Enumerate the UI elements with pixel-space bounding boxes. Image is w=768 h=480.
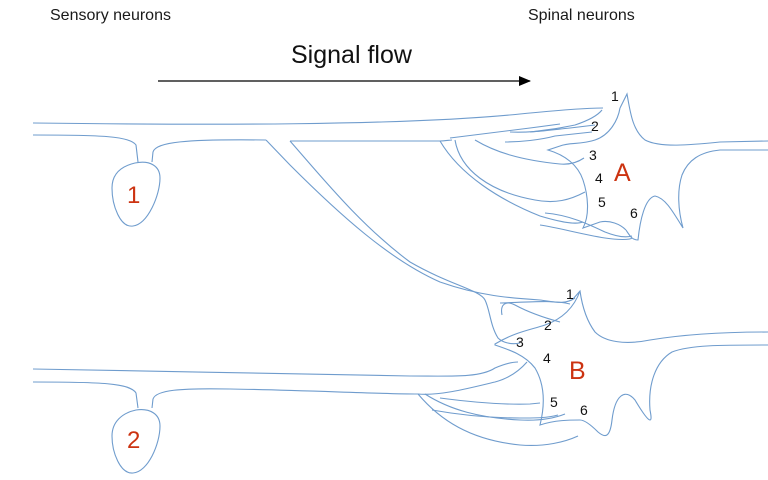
synapse-A-3: 3	[589, 147, 597, 163]
synapse-A-2: 2	[591, 118, 599, 134]
spinal-neuron-B	[494, 289, 768, 437]
synapse-A-6: 6	[630, 205, 638, 221]
sensory-neuron-2	[32, 361, 579, 474]
spinal-neuron-B-label: B	[569, 357, 586, 385]
synapse-B-5: 5	[550, 394, 558, 410]
synapse-B-6: 6	[580, 402, 588, 418]
synapse-A-1: 1	[611, 88, 619, 104]
synapse-B-4: 4	[543, 350, 551, 366]
spinal-neurons-heading: Spinal neurons	[528, 7, 635, 24]
sensory-neuron-1	[32, 107, 633, 345]
synapse-B-3: 3	[516, 334, 524, 350]
signal-flow-label: Signal flow	[291, 41, 412, 69]
spinal-neuron-A	[504, 92, 768, 241]
spinal-neuron-A-label: A	[614, 159, 631, 187]
sensory-neuron-1-label: 1	[127, 182, 141, 209]
synapse-B-1: 1	[566, 286, 574, 302]
sensory-neurons-heading: Sensory neurons	[50, 7, 171, 24]
synapse-A-5: 5	[598, 194, 606, 210]
synapse-B-2: 2	[544, 317, 552, 333]
synapse-A-4: 4	[595, 170, 603, 186]
sensory-neuron-2-label: 2	[127, 427, 141, 454]
